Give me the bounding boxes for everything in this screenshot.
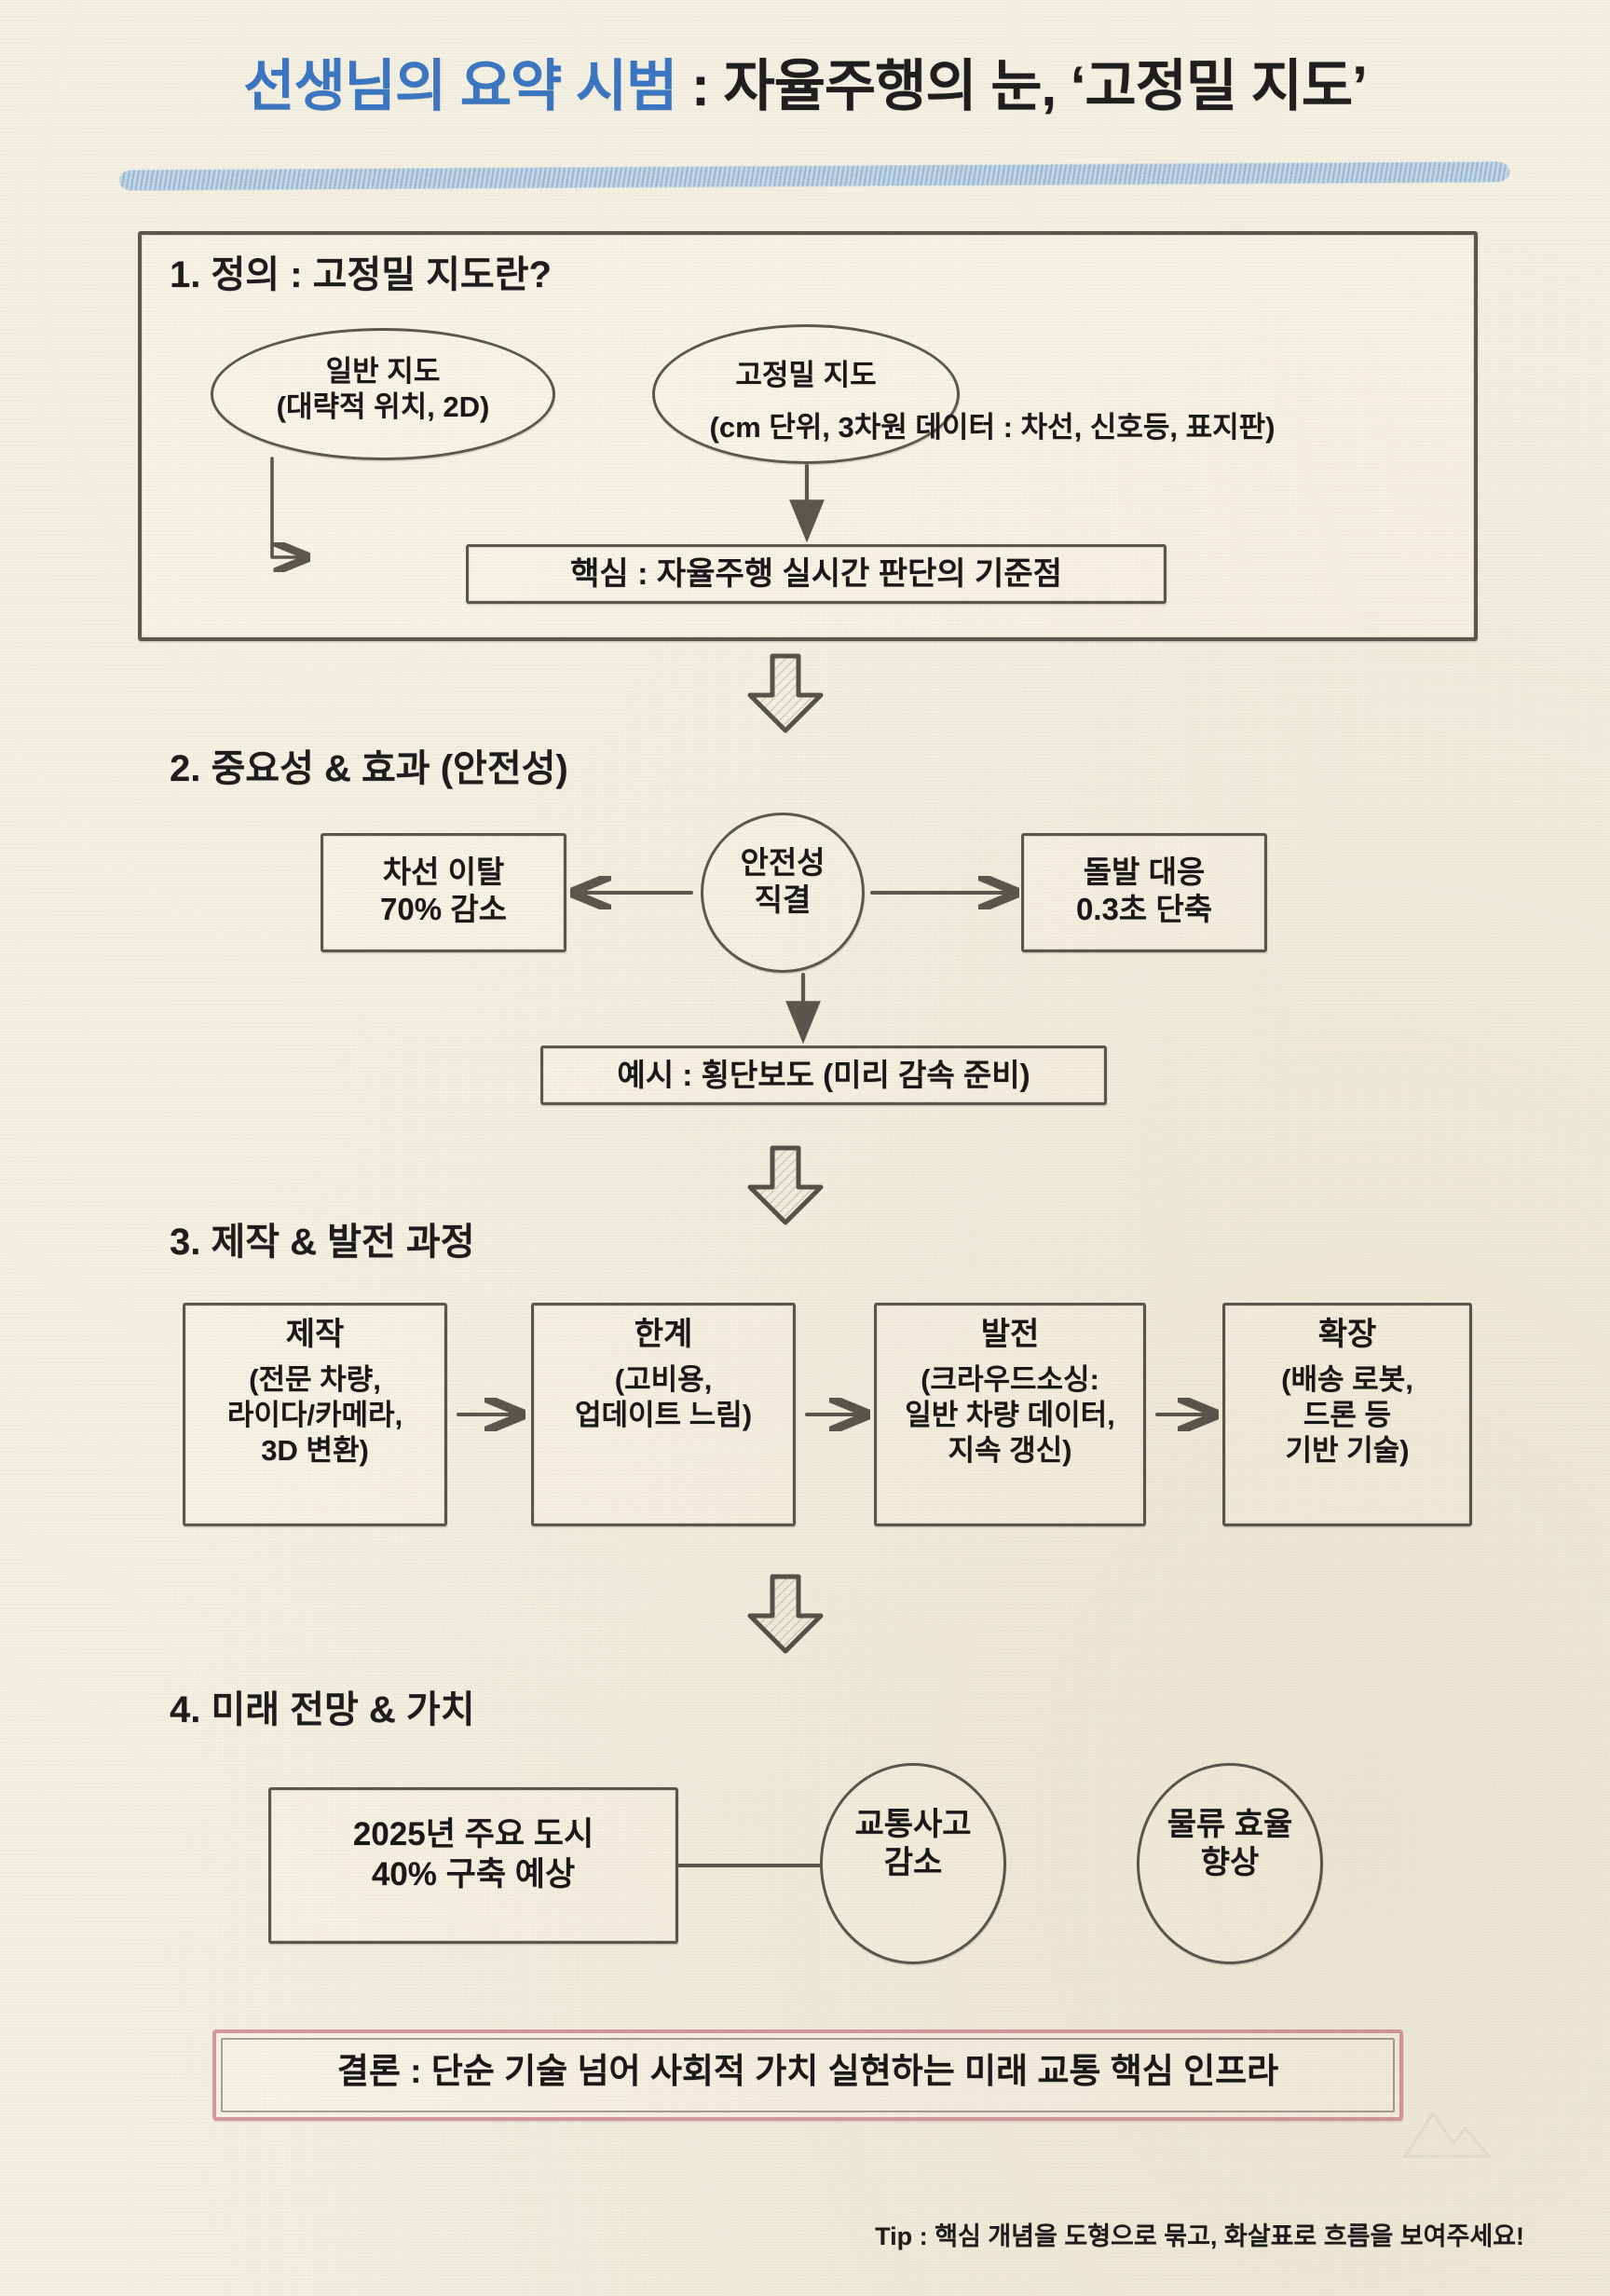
node-sudden-response-label: 돌발 대응 0.3초 단축 (1075, 854, 1213, 927)
node-sudden-response (1021, 833, 1267, 952)
node-safety-center-label: 안전성 직결 (740, 845, 825, 918)
conclusion-box (212, 2030, 1403, 2121)
tip-note: Tip : 핵심 개념을 도형으로 묶고, 화살표로 흐름을 보여주세요! (875, 2222, 1524, 2250)
node-safety-center (701, 813, 865, 973)
node-hd-map-detail: (cm 단위, 3차원 데이터 : 차선, 신호등, 표지판) (709, 411, 1276, 444)
node-logistics-efficiency (1137, 1763, 1323, 1964)
node-process-step-2 (531, 1303, 796, 1526)
node-process-step-1-detail: (전문 차량, 라이다/카메라, 3D 변환) (226, 1363, 403, 1467)
node-process-step-4-detail: (배송 로봇, 드론 등 기반 기술) (1281, 1363, 1413, 1467)
page-title: 선생님의 요약 시범 : 자율주행의 눈, ‘고정밀 지도’ (0, 41, 1610, 122)
section-3-heading: 3. 제작 & 발전 과정 (170, 1222, 475, 1263)
section-2-heading: 2. 중요성 & 효과 (안전성) (170, 748, 568, 789)
node-city-forecast-label: 2025년 주요 도시 40% 구축 예상 (352, 1816, 594, 1893)
node-crosswalk-example (540, 1046, 1107, 1105)
node-process-step-2-detail: (고비용, 업데이트 느림) (574, 1363, 753, 1431)
node-city-forecast (268, 1787, 678, 1944)
node-lane-departure (321, 833, 566, 952)
conclusion-label: 결론 : 단순 기술 넘어 사회적 가치 실현하는 미래 교통 핵심 인프라 (336, 2052, 1279, 2090)
flow-arrow-down-3 (747, 1574, 824, 1654)
node-normal-map (211, 328, 555, 460)
conclusion-inner-border (221, 2038, 1395, 2112)
section-4-heading: 4. 미래 전망 & 가치 (170, 1689, 475, 1730)
flow-arrow-down-2 (747, 1145, 824, 1225)
node-process-step-4 (1222, 1303, 1472, 1526)
node-lane-departure-label: 차선 이탈 70% 감소 (380, 854, 507, 927)
page-title-highlight: 선생님의 요약 시범 (243, 55, 677, 117)
node-normal-map-label: 일반 지도 (대략적 위치, 2D) (276, 355, 490, 423)
node-process-step-3-detail: (크라우드소싱: 일반 차량 데이터, 지속 갱신) (905, 1363, 1115, 1467)
node-crosswalk-example-label: 예시 : 횡단보도 (미리 감속 준비) (617, 1058, 1030, 1092)
node-process-step-1-title: 제작 (285, 1317, 345, 1352)
flow-arrow-down-1 (747, 653, 824, 733)
node-core-point (466, 544, 1167, 604)
node-accident-reduction (820, 1763, 1006, 1964)
title-underline (118, 161, 1510, 191)
node-process-step-4-title: 확장 (1317, 1317, 1377, 1352)
node-process-step-3 (874, 1303, 1146, 1526)
node-accident-reduction-label: 교통사고 감소 (854, 1807, 972, 1881)
section-1-heading: 1. 정의 : 고정밀 지도란? (170, 254, 552, 295)
node-logistics-efficiency-label: 물류 효율 향상 (1167, 1807, 1293, 1881)
watermark-icon (1402, 2111, 1493, 2158)
node-hd-map-label: 고정밀 지도 (735, 359, 877, 391)
node-process-step-3-title: 발전 (980, 1317, 1040, 1352)
node-core-point-label: 핵심 : 자율주행 실시간 판단의 기준점 (570, 556, 1062, 592)
node-hd-map (652, 324, 960, 464)
page-title-rest: : 자율주행의 눈, ‘고정밀 지도’ (676, 55, 1368, 117)
node-process-step-1 (183, 1303, 447, 1526)
node-process-step-2-title: 한계 (634, 1317, 693, 1352)
